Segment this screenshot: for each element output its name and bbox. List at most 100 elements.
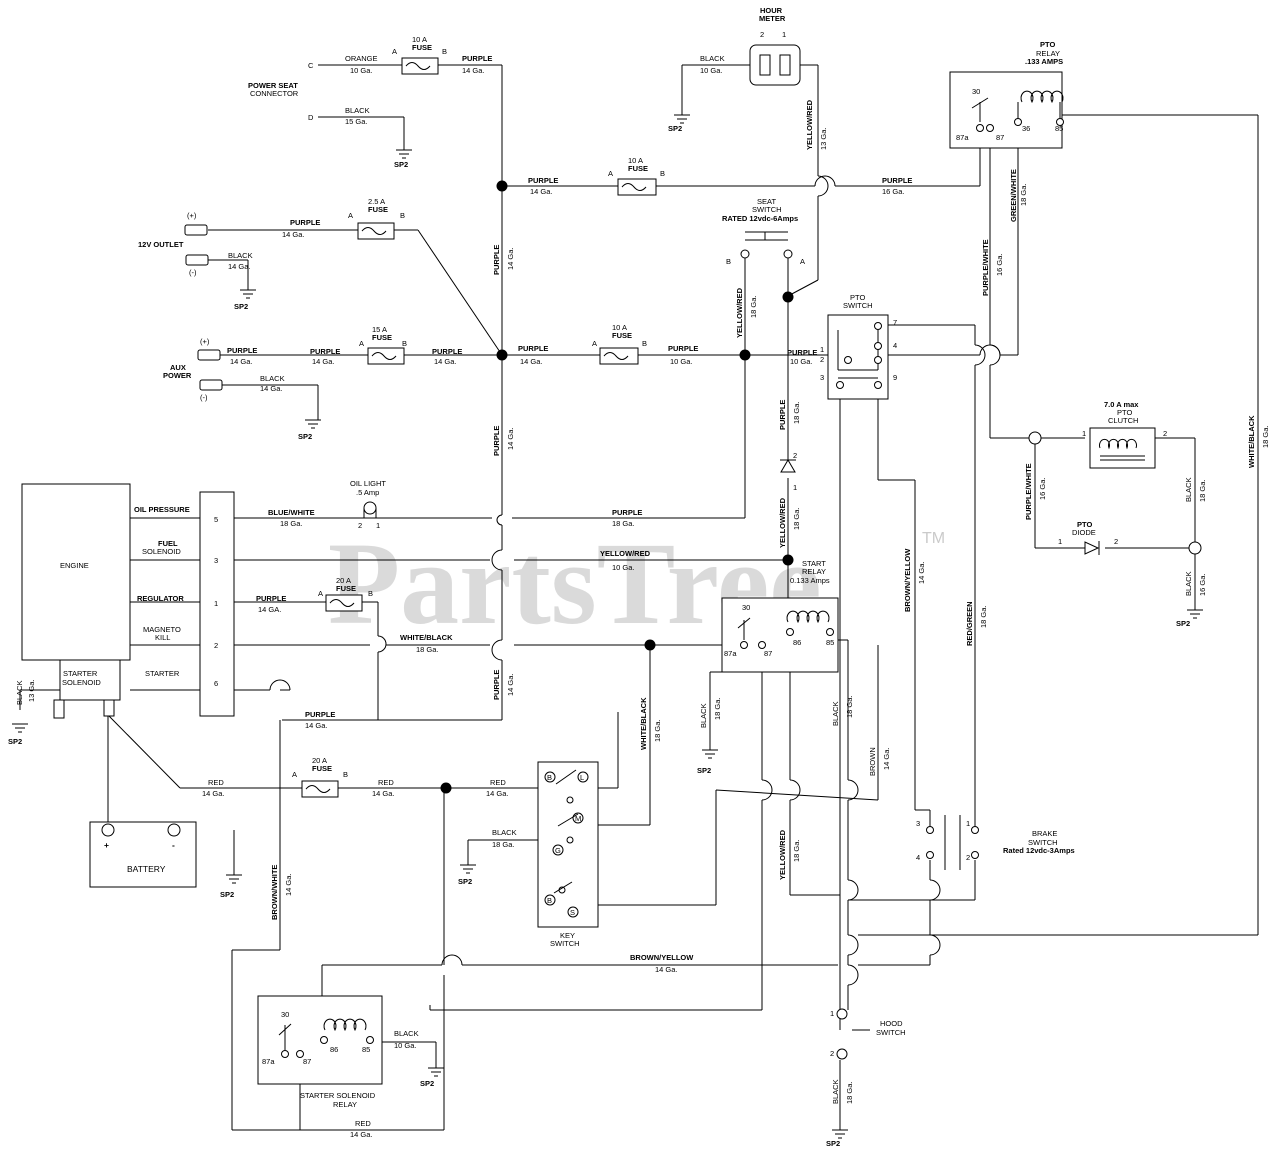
- svg-text:14 Ga.: 14 Ga.: [506, 427, 515, 450]
- svg-text:PURPLE: PURPLE: [528, 176, 558, 185]
- svg-text:18 Ga.: 18 Ga.: [1261, 425, 1270, 448]
- ground-label: SP2: [458, 877, 472, 886]
- watermark-trademark: TM: [922, 530, 945, 547]
- svg-text:YELLOW/RED: YELLOW/RED: [735, 287, 744, 338]
- svg-text:PURPLE: PURPLE: [492, 245, 501, 275]
- svg-text:BROWN/WHITE: BROWN/WHITE: [270, 865, 279, 920]
- svg-text:SWITCH: SWITCH: [843, 301, 873, 310]
- svg-text:(-): (-): [189, 268, 197, 277]
- svg-text:14 Ga.: 14 Ga.: [882, 747, 891, 770]
- svg-text:SWITCH: SWITCH: [876, 1028, 906, 1037]
- svg-text:16 Ga.: 16 Ga.: [995, 253, 1004, 276]
- svg-text:1: 1: [214, 599, 218, 608]
- ground-label: SP2: [298, 432, 312, 441]
- svg-text:3: 3: [820, 373, 824, 382]
- ground-start-relay: SP2: [697, 749, 718, 775]
- svg-text:MAGNETO: MAGNETO: [143, 625, 181, 634]
- svg-text:0.133 Amps: 0.133 Amps: [790, 576, 830, 585]
- svg-text:SOLENOID: SOLENOID: [142, 547, 181, 556]
- start-relay: START RELAY 0.133 Amps 30 87a 87 86 85: [721, 559, 839, 673]
- fuse-10a-seat: 10 A FUSE A B: [392, 35, 447, 75]
- pto-diode: PTO DIODE 1 2: [1058, 520, 1118, 555]
- grounds: SP2 SP2 SP2 SP2 SP2 SP2 SP2 SP2: [8, 114, 1203, 1148]
- svg-text:10 Ga.: 10 Ga.: [394, 1041, 417, 1050]
- svg-text:.5 Amp: .5 Amp: [356, 488, 379, 497]
- svg-text:REGULATOR: REGULATOR: [137, 594, 184, 603]
- svg-text:6: 6: [214, 679, 218, 688]
- svg-text:14 Ga.: 14 Ga.: [284, 873, 293, 896]
- ground-seat: SP2: [394, 149, 412, 169]
- svg-text:A: A: [592, 339, 597, 348]
- seat-switch: SEAT SWITCH RATED 12vdc-6Amps B A: [722, 197, 805, 266]
- svg-text:87a: 87a: [956, 133, 969, 142]
- svg-text:3: 3: [916, 819, 920, 828]
- svg-text:OIL LIGHT: OIL LIGHT: [350, 479, 386, 488]
- svg-text:START: START: [802, 559, 826, 568]
- svg-text:PURPLE: PURPLE: [518, 344, 548, 353]
- svg-text:14 Ga.: 14 Ga.: [434, 357, 457, 366]
- svg-text:14 Ga.: 14 Ga.: [486, 789, 509, 798]
- svg-text:1: 1: [966, 819, 970, 828]
- svg-text:B: B: [660, 169, 665, 178]
- svg-text:FUSE: FUSE: [336, 584, 356, 593]
- svg-text:15 Ga.: 15 Ga.: [345, 117, 368, 126]
- svg-text:RED: RED: [208, 778, 224, 787]
- watermark: PartsTree TM: [328, 518, 945, 649]
- svg-text:B: B: [547, 896, 552, 905]
- svg-text:16 Ga.: 16 Ga.: [1038, 477, 1047, 500]
- ground-label: SP2: [220, 890, 234, 899]
- svg-text:14 Ga.: 14 Ga.: [282, 230, 305, 239]
- svg-text:2: 2: [760, 30, 764, 39]
- svg-text:FUSE: FUSE: [372, 333, 392, 342]
- svg-text:BLACK: BLACK: [228, 251, 253, 260]
- svg-text:PURPLE: PURPLE: [432, 347, 462, 356]
- svg-text:12V OUTLET: 12V OUTLET: [138, 240, 184, 249]
- svg-text:1: 1: [820, 345, 824, 354]
- oil-light: OIL LIGHT .5 Amp 2 1: [350, 479, 386, 530]
- svg-text:AUX: AUX: [170, 363, 186, 372]
- svg-text:FUSE: FUSE: [368, 205, 388, 214]
- ground-aux: SP2: [298, 419, 321, 441]
- pto-relay: PTO RELAY .133 AMPS 30 87a 87 36 85: [949, 40, 1064, 149]
- svg-text:B: B: [402, 339, 407, 348]
- svg-text:10 A: 10 A: [612, 323, 627, 332]
- svg-text:PURPLE: PURPLE: [462, 54, 492, 63]
- svg-text:4: 4: [893, 341, 897, 350]
- svg-text:30: 30: [972, 87, 980, 96]
- svg-text:14 Ga.: 14 Ga.: [520, 357, 543, 366]
- ground-relay: SP2: [420, 1067, 444, 1088]
- svg-text:BLACK: BLACK: [831, 701, 840, 726]
- ground-label: SP2: [420, 1079, 434, 1088]
- battery: BATTERY + -: [89, 821, 197, 888]
- svg-text:1: 1: [793, 483, 797, 492]
- svg-text:18 Ga.: 18 Ga.: [416, 645, 439, 654]
- svg-text:ENGINE: ENGINE: [60, 561, 89, 570]
- svg-text:RELAY: RELAY: [1036, 49, 1060, 58]
- svg-text:A: A: [318, 589, 323, 598]
- svg-text:2: 2: [830, 1049, 834, 1058]
- svg-text:M: M: [575, 814, 581, 823]
- fuse-20a-battery: 20 A FUSE A B: [292, 756, 348, 798]
- svg-text:PURPLE: PURPLE: [227, 346, 257, 355]
- svg-text:87: 87: [303, 1057, 311, 1066]
- fuse-10a-mid: 10 A FUSE A B: [592, 323, 647, 365]
- svg-text:OIL PRESSURE: OIL PRESSURE: [134, 505, 190, 514]
- ground-label: SP2: [234, 302, 248, 311]
- svg-text:30: 30: [281, 1010, 289, 1019]
- svg-text:FUSE: FUSE: [412, 43, 432, 52]
- svg-text:B: B: [547, 773, 552, 782]
- svg-text:BLUE/WHITE: BLUE/WHITE: [268, 508, 315, 517]
- svg-text:FUSE: FUSE: [612, 331, 632, 340]
- svg-text:BROWN/YELLOW: BROWN/YELLOW: [903, 548, 912, 612]
- svg-text:A: A: [392, 47, 397, 56]
- svg-text:10 A: 10 A: [412, 35, 427, 44]
- svg-text:A: A: [800, 257, 805, 266]
- svg-text:87: 87: [764, 649, 772, 658]
- svg-text:BLACK: BLACK: [699, 703, 708, 728]
- svg-text:RATED 12vdc-6Amps: RATED 12vdc-6Amps: [722, 214, 798, 223]
- svg-text:B: B: [400, 211, 405, 220]
- svg-text:(+): (+): [200, 337, 210, 346]
- svg-text:1: 1: [1058, 537, 1062, 546]
- svg-text:14 Ga.: 14 Ga.: [228, 262, 251, 271]
